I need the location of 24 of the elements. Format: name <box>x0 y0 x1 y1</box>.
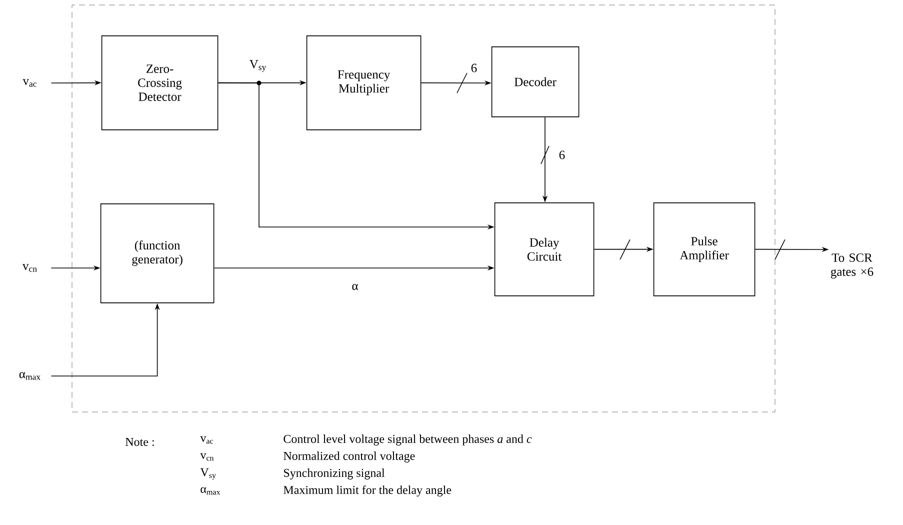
dashed-frame <box>72 4 776 412</box>
note-text: Synchronizing signal <box>284 468 385 480</box>
signal-label: v$_{cn}$ <box>22 264 37 272</box>
note-text: Control level voltage signal between phases a and c <box>284 434 532 446</box>
process-box: Pulse Amplifier <box>653 202 756 296</box>
process-box: Zero- Crossing Detector <box>101 35 218 130</box>
process-box: Delay Circuit <box>494 202 594 296</box>
edge-label: 6 <box>471 64 477 72</box>
symbol-label: V$_{sy}$ <box>200 468 216 480</box>
edge-label: V$_{sy}$ <box>250 60 266 72</box>
output-label: To SCR gates ×6 <box>830 254 874 278</box>
process-box: Decoder <box>491 46 580 118</box>
signal-label: v$_{ac}$ <box>22 79 36 87</box>
note-text: Normalized control voltage <box>284 452 415 462</box>
signal-label: α$_{max}$ <box>19 372 40 380</box>
note-text: Maximum limit for the delay angle <box>284 485 452 496</box>
symbol-label: α$_{max}$ <box>200 487 220 495</box>
symbol-label: v$_{ac}$ <box>200 436 214 444</box>
edge-label: α <box>352 284 358 290</box>
symbol-label: v$_{cn}$ <box>200 453 214 461</box>
edge-label: 6 <box>559 150 565 160</box>
note-label: Note : <box>126 438 154 446</box>
process-box: Frequency Multiplier <box>306 35 422 130</box>
process-box: (function generator) <box>100 203 214 304</box>
